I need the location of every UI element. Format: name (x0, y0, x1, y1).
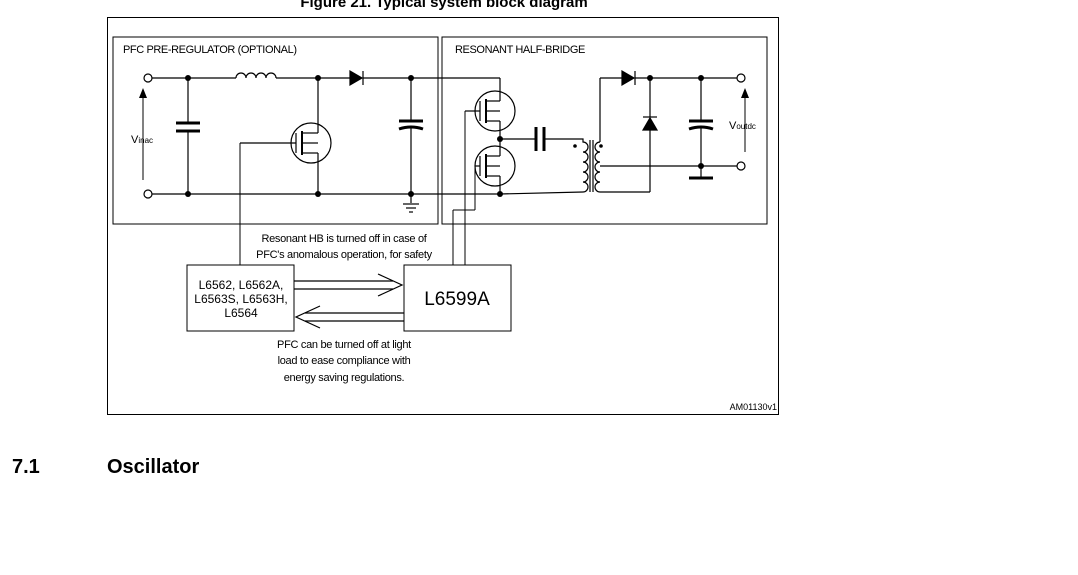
hb-block-frame (441, 36, 768, 225)
section-title: Oscillator (107, 456, 200, 478)
output-terminal-top (736, 73, 746, 83)
vinac-label: Vinac (131, 134, 153, 146)
note-hb-off-line-1: Resonant HB is turned off in case of (261, 233, 427, 245)
pfc-controller-line-2: L6563S, L6563H, (194, 292, 287, 306)
note-pfc-off-line-1: PFC can be turned off at light (277, 339, 411, 351)
hb-controller-box (403, 264, 512, 332)
vinac-arrow (139, 88, 147, 180)
hb-controller-label: L6599A (424, 289, 490, 310)
section-number: 7.1 (12, 456, 40, 478)
figure-title: Figure 21. Typical system block diagram (300, 0, 588, 11)
figure-id-label: AM01130v1 (730, 402, 777, 412)
note-pfc-off-line-2: load to ease compliance with (278, 355, 411, 367)
transformer-primary (577, 138, 589, 193)
pfc-controller-line-1: L6562, L6562A, (199, 278, 284, 292)
transformer-secondary (594, 141, 601, 193)
pfc-boost-diode (349, 69, 364, 87)
pfc-inductor (235, 72, 277, 79)
arrow-pfc-to-hb (294, 273, 404, 297)
hb-circuit (442, 69, 737, 195)
arrow-hb-to-pfc (294, 305, 404, 329)
pfc-junctions (185, 75, 414, 197)
pfc-input-terminal-top (143, 73, 153, 83)
pfc-controller-line-3: L6564 (224, 306, 258, 320)
hb-block-label: RESONANT HALF-BRIDGE (455, 44, 585, 56)
voutdc-label: Voutdc (729, 120, 756, 132)
pfc-block-label: PFC PRE-REGULATOR (OPTIONAL) (123, 44, 297, 56)
transformer-dots (573, 144, 603, 148)
pfc-block-frame (112, 36, 439, 225)
output-terminal-bottom (736, 161, 746, 171)
voutdc-arrow (741, 88, 749, 152)
pfc-controller-box (186, 264, 295, 332)
figure-frame (107, 17, 779, 415)
output-diode-2 (641, 116, 659, 131)
pfc-input-terminal-bottom (143, 189, 153, 199)
hb-junctions (497, 75, 704, 197)
control-wiring (239, 111, 476, 265)
output-diode-1 (621, 69, 636, 87)
block-diagram: PFC PRE-REGULATOR (OPTIONAL) RESONANT HA… (112, 36, 777, 412)
note-pfc-off-line-3: energy saving regulations. (284, 372, 405, 384)
note-hb-off-line-2: PFC's anomalous operation, for safety (256, 249, 432, 261)
pfc-circuit (143, 69, 500, 213)
